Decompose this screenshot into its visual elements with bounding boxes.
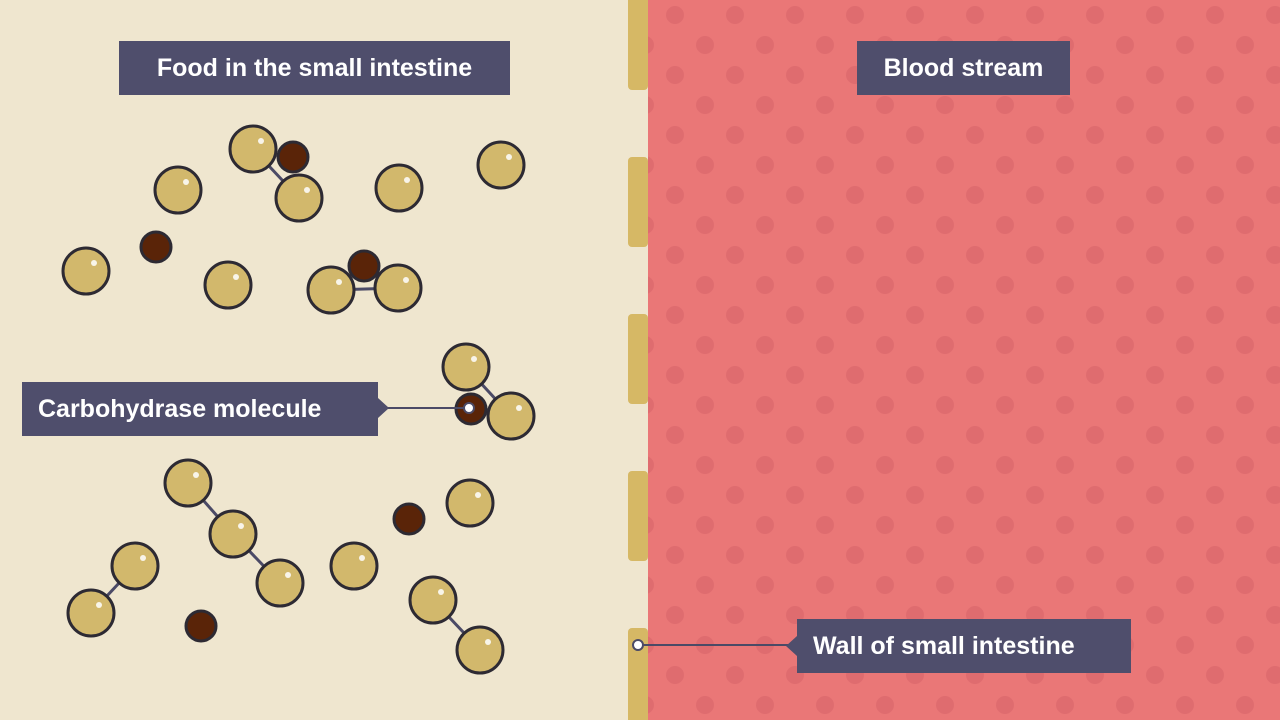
food-in-small-intestine-label: Food in the small intestine	[119, 41, 510, 95]
wall-segment	[628, 314, 648, 404]
enzyme-molecule	[139, 230, 173, 264]
food-molecule	[441, 342, 491, 392]
molecule-highlight	[336, 279, 342, 285]
wall-of-small-intestine-label: Wall of small intestine	[797, 619, 1131, 673]
food-molecule	[274, 173, 324, 223]
blood-dot-pattern	[648, 0, 1280, 720]
leader-lines	[378, 402, 797, 651]
food-molecule	[110, 541, 160, 591]
molecule-highlight	[485, 639, 491, 645]
carbohydrase-label-pointer	[378, 398, 389, 418]
enzyme-molecule	[347, 249, 381, 283]
food-molecule	[445, 478, 495, 528]
food-molecule	[203, 260, 253, 310]
food-molecule	[255, 558, 305, 608]
food-molecule	[306, 265, 356, 315]
molecule-highlight	[471, 356, 477, 362]
food-molecule	[61, 246, 111, 296]
blood-stream-label: Blood stream	[857, 41, 1070, 95]
wall-segment	[628, 471, 648, 561]
molecule-highlight	[404, 177, 410, 183]
food-molecule	[486, 391, 536, 441]
molecule-highlight	[403, 277, 409, 283]
carbohydrase-molecule-label: Carbohydrase molecule	[22, 382, 378, 436]
wall-segment	[628, 628, 648, 720]
food-molecule	[66, 588, 116, 638]
food-molecule	[329, 541, 379, 591]
enzyme-molecule	[276, 140, 310, 174]
molecule-highlight	[238, 523, 244, 529]
enzyme-molecule	[184, 609, 218, 643]
food-molecule	[208, 509, 258, 559]
food-molecule	[408, 575, 458, 625]
food-molecule	[373, 263, 423, 313]
molecule-highlight	[359, 555, 365, 561]
carbohydrase-leader-dot	[463, 402, 475, 414]
food-molecule	[153, 165, 203, 215]
molecule-highlight	[475, 492, 481, 498]
molecule-highlight	[91, 260, 97, 266]
molecule-highlight	[233, 274, 239, 280]
molecule-highlight	[506, 154, 512, 160]
wall-leader-dot	[632, 639, 644, 651]
molecule-highlight	[516, 405, 522, 411]
food-molecules	[61, 124, 536, 675]
wall-segment	[628, 157, 648, 247]
wall-label-pointer	[786, 636, 797, 656]
food-molecule	[476, 140, 526, 190]
molecule-highlight	[193, 472, 199, 478]
food-molecule	[374, 163, 424, 213]
enzyme-molecule	[392, 502, 426, 536]
molecule-highlight	[258, 138, 264, 144]
molecule-highlight	[96, 602, 102, 608]
food-molecule	[163, 458, 213, 508]
molecule-highlight	[140, 555, 146, 561]
molecule-highlight	[438, 589, 444, 595]
food-molecule	[228, 124, 278, 174]
molecule-highlight	[304, 187, 310, 193]
wall-segment	[628, 0, 648, 90]
molecule-highlight	[183, 179, 189, 185]
food-molecule	[455, 625, 505, 675]
molecule-highlight	[285, 572, 291, 578]
intestine-wall	[628, 0, 648, 720]
